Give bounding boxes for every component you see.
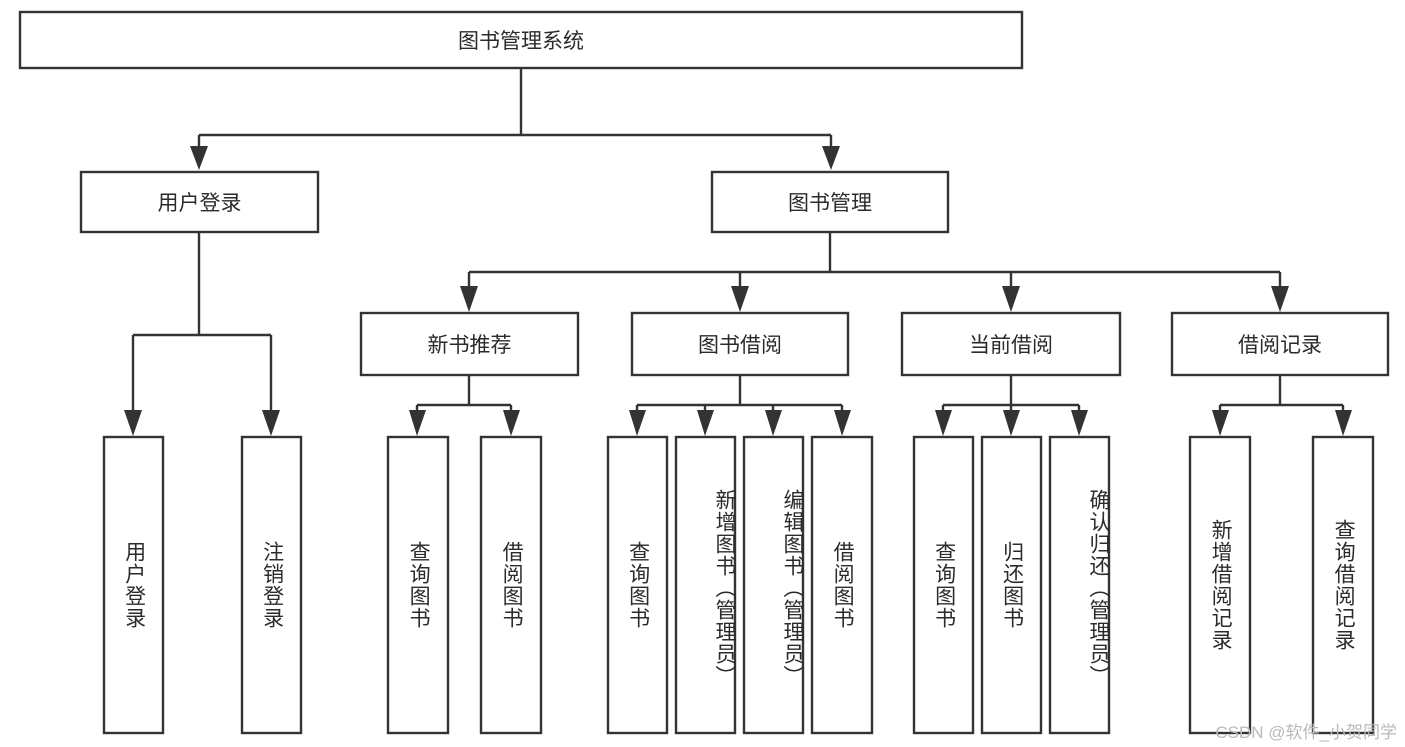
node-borrow-records[interactable] [1170,311,1390,377]
arrowhead-userlogin-leaf1 [262,410,280,436]
node-book-borrow[interactable] [630,311,850,377]
leaf-box-borrow-records-1[interactable] [1311,435,1375,735]
arrowhead-bookborrow-leaf3 [834,410,851,436]
node-book-management[interactable] [710,170,950,234]
leaf-box-new-book-0[interactable] [386,435,450,735]
leaf-box-user-login-1[interactable] [240,435,303,735]
arrowhead-bookborrow-leaf2 [765,410,782,436]
leaf-box-current-borrow-2[interactable] [1048,435,1111,735]
arrowhead-currentborrow-leaf0 [935,410,952,436]
arrowhead-l1-0 [190,146,208,170]
leaf-box-book-borrow-2[interactable] [742,435,805,735]
node-root[interactable] [18,10,1024,70]
arrowhead-userlogin-leaf0 [124,410,142,436]
arrowhead-currentborrow-leaf1 [1003,410,1020,436]
arrowhead-l2-2 [1002,286,1020,312]
node-new-book-recommend[interactable] [359,311,580,377]
arrowhead-l2-0 [460,286,478,312]
node-user-login[interactable] [79,170,320,234]
arrowhead-borrowrecords-leaf1 [1335,410,1352,436]
leaf-box-book-borrow-1[interactable] [674,435,737,735]
leaf-box-user-login-0[interactable] [102,435,165,735]
leaf-box-current-borrow-1[interactable] [980,435,1043,735]
leaf-box-book-borrow-3[interactable] [810,435,874,735]
arrowhead-l1-1 [822,146,840,170]
arrowhead-bookborrow-leaf1 [697,410,714,436]
leaf-box-new-book-1[interactable] [479,435,543,735]
arrowhead-l2-3 [1271,286,1289,312]
leaf-box-borrow-records-0[interactable] [1188,435,1252,735]
arrowhead-borrowrecords-leaf0 [1212,410,1229,436]
arrowhead-currentborrow-leaf2 [1071,410,1088,436]
arrowhead-bookborrow-leaf0 [629,410,646,436]
leaf-box-book-borrow-0[interactable] [606,435,669,735]
node-current-borrow[interactable] [900,311,1122,377]
arrowhead-newbook-leaf1 [503,410,520,436]
leaf-box-current-borrow-0[interactable] [912,435,975,735]
arrowhead-l2-1 [731,286,749,312]
arrowhead-newbook-leaf0 [409,410,426,436]
